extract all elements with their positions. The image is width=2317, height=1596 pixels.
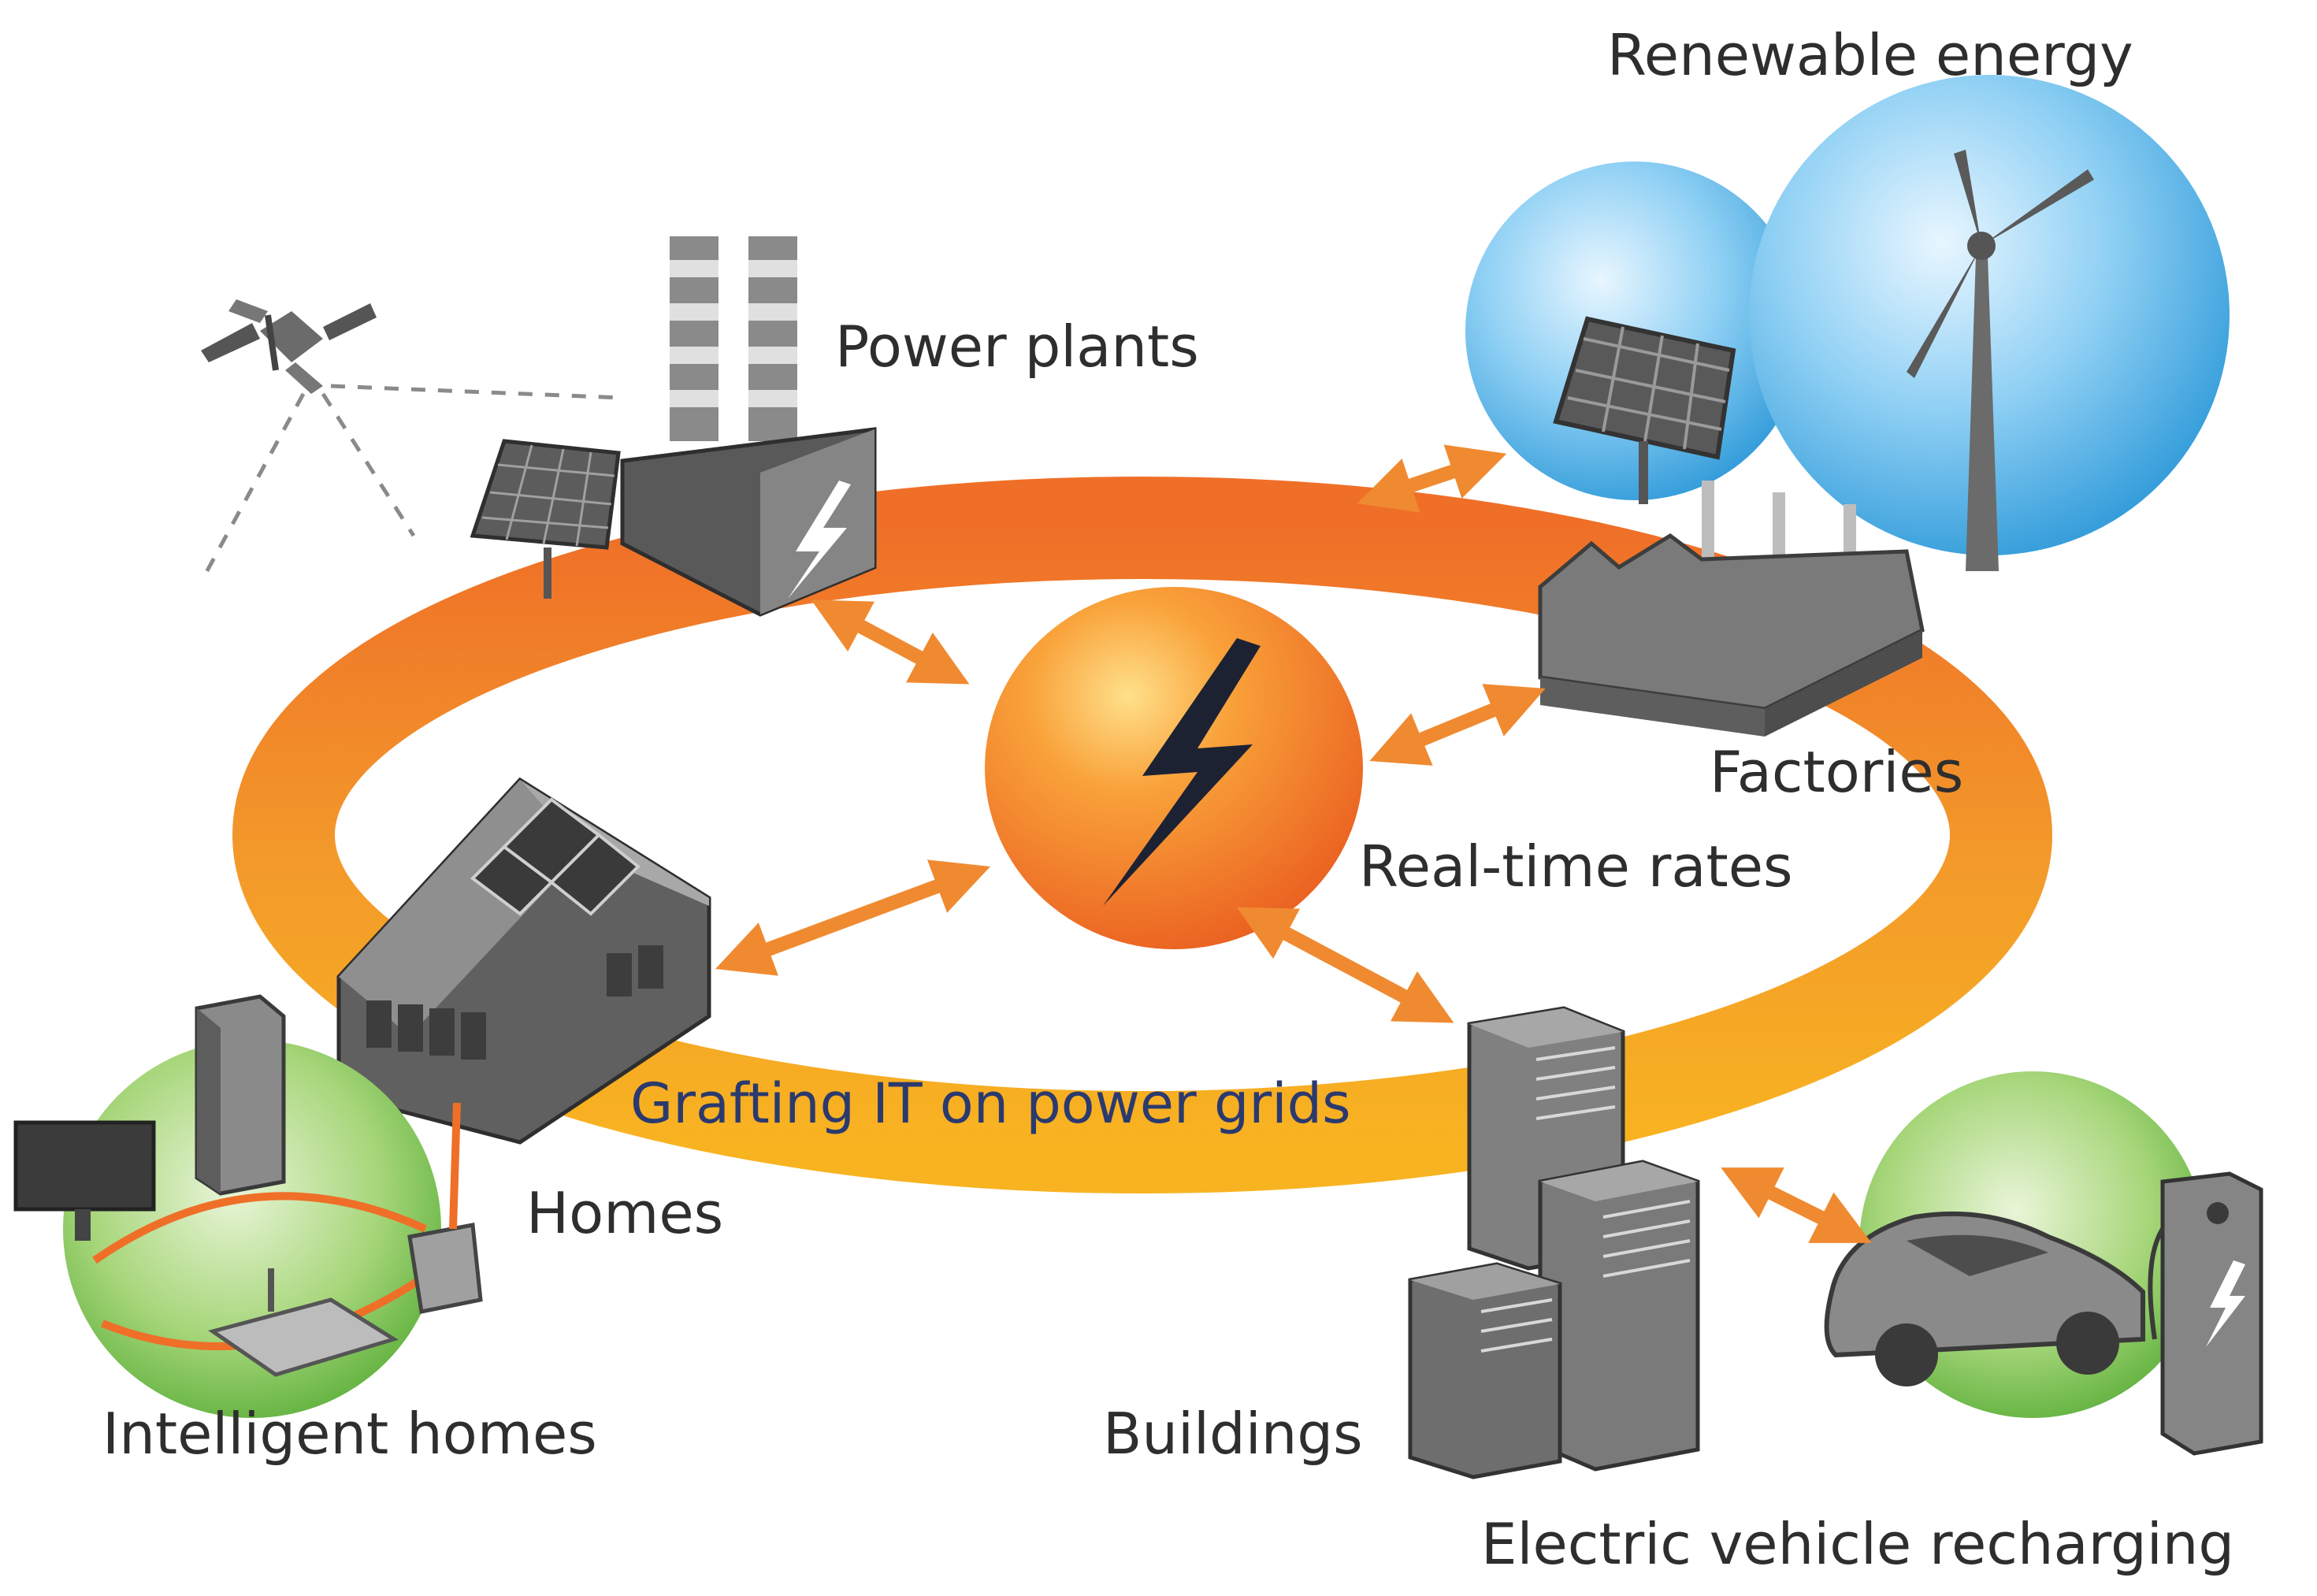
label-homes: Homes — [526, 1180, 723, 1246]
house-icon — [336, 777, 711, 1145]
wind-turbine-icon — [1907, 150, 2094, 571]
router-icon — [208, 1268, 399, 1377]
arrow-buildings-hub — [1236, 907, 1454, 1023]
satellite-icon — [201, 299, 377, 394]
satellite-links — [202, 384, 623, 577]
outlet-box-icon — [407, 1102, 483, 1314]
label-factories: Factories — [1710, 739, 1963, 805]
power-plant-icon — [620, 236, 877, 617]
chimney-left — [670, 236, 718, 441]
charging-station-icon — [2148, 1171, 2263, 1456]
solar-panel-icon — [470, 439, 621, 599]
label-buildings: Buildings — [1103, 1401, 1363, 1467]
label-real-time-rates: Real-time rates — [1359, 833, 1793, 900]
arrow-home-hub — [715, 859, 990, 976]
arrow-renewable-ring — [1357, 444, 1507, 513]
connection-arrows — [715, 444, 1872, 1243]
office-building-icon — [1408, 1006, 1700, 1479]
label-power-plants: Power plants — [835, 314, 1199, 380]
intelligent-homes-group — [13, 994, 483, 1418]
solar-panel-icon — [1553, 316, 1736, 504]
label-renewable-energy: Renewable energy — [1607, 22, 2133, 88]
server-icon — [195, 994, 286, 1196]
label-grafting-it: Grafting IT on power grids — [630, 1071, 1351, 1136]
label-ev-recharging: Electric vehicle recharging — [1481, 1511, 2234, 1577]
grid-ring — [232, 477, 2052, 1193]
label-intelligent-homes: Intelligent homes — [102, 1401, 597, 1467]
lightning-hub-icon — [985, 587, 1363, 949]
monitor-icon — [13, 1120, 156, 1241]
electric-car-icon — [1824, 1211, 2145, 1386]
arrow-plant-hub — [811, 599, 970, 685]
ev-recharging-group — [1824, 1071, 2263, 1456]
chimney-right — [748, 236, 797, 441]
arrow-buildings-ev — [1721, 1167, 1872, 1243]
arrow-factory-hub — [1369, 684, 1546, 766]
renewable-energy-group — [1465, 75, 2230, 571]
factory-icon — [1538, 481, 1925, 737]
